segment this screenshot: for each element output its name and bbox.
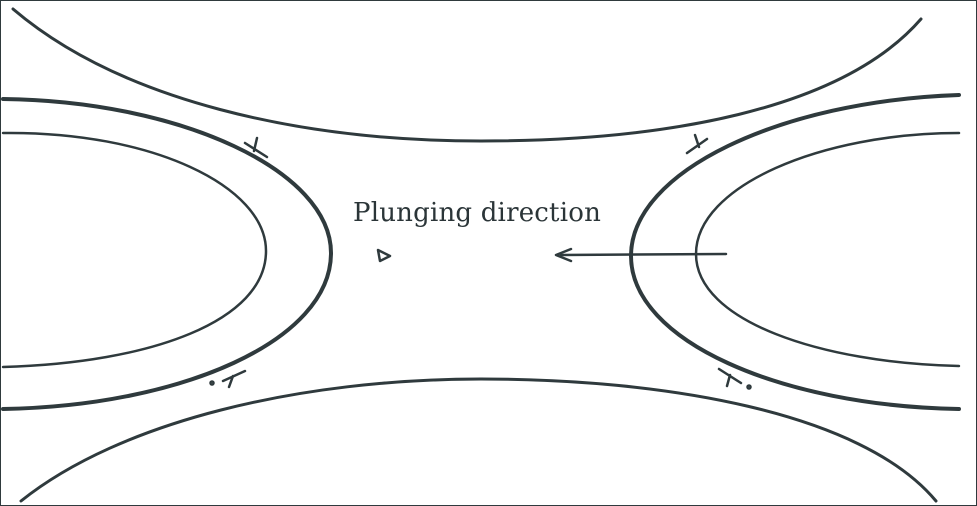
plunge-arrow-shaft — [559, 252, 728, 257]
plunging-direction-label: Plunging direction — [353, 198, 602, 228]
left-arrow-icon — [554, 247, 573, 263]
bottom-outer-arc — [19, 377, 938, 503]
fold-axis-mark-top-left — [243, 136, 269, 159]
top-outer-arc — [11, 7, 923, 143]
fold-axis-mark-bottom-left — [209, 369, 247, 389]
fold-axis-mark-bottom-right — [717, 367, 752, 390]
fold-axis-mark-top-right — [685, 133, 709, 155]
right-inner-fold-curve — [694, 131, 961, 368]
left-outer-fold-curve — [1, 97, 333, 411]
right-outer-fold-curve — [629, 93, 961, 411]
triangle-icon — [376, 248, 392, 263]
left-inner-fold-curve — [1, 131, 268, 369]
